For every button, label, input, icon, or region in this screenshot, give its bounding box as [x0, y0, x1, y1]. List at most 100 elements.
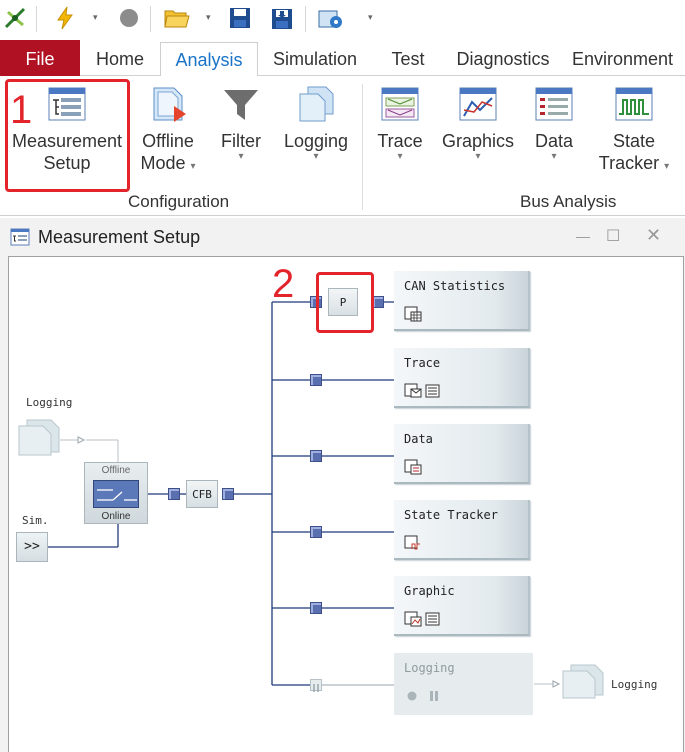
chevron-down-icon: ▾ — [238, 151, 244, 162]
logging-icon — [296, 84, 336, 124]
close-icon[interactable]: ✕ — [646, 225, 662, 245]
graphics-button[interactable]: Graphics ▾ — [440, 84, 516, 162]
measurement-setup-window-icon — [10, 227, 30, 252]
measurement-setup-icon — [47, 84, 87, 124]
online-label: Online — [101, 511, 131, 522]
measurement-setup-button[interactable]: Measurement Setup — [8, 84, 126, 174]
chevron-down-icon: ▾ — [551, 151, 557, 162]
trace-window-icon[interactable] — [404, 383, 440, 404]
left-logging-file-icon[interactable] — [17, 418, 61, 461]
offline-mode-button[interactable]: Offline Mode ▾ — [136, 84, 200, 174]
save-icon[interactable] — [227, 5, 253, 31]
toolbar-separator — [150, 6, 151, 32]
logging-block-disabled[interactable]: Logging — [394, 653, 533, 715]
trace-branch-node[interactable] — [310, 374, 322, 386]
measurement-setup-label-line2: Setup — [43, 153, 91, 173]
annotation-number-2: 2 — [272, 262, 295, 306]
tab-diagnostics[interactable]: Diagnostics — [456, 49, 550, 69]
stop-icon[interactable] — [116, 5, 142, 31]
switch-icon — [93, 480, 139, 508]
tab-environment[interactable]: Environment — [572, 49, 674, 69]
pause-icon[interactable] — [428, 689, 440, 707]
tab-test[interactable]: Test — [391, 49, 425, 69]
filter-button[interactable]: Filter ▾ — [214, 84, 268, 162]
logging-button[interactable]: Logging ▾ — [280, 84, 352, 162]
data-label: Data — [534, 131, 574, 151]
right-logging-file-icon[interactable] — [561, 663, 605, 704]
state-tracker-label-line1: State — [612, 131, 656, 151]
tab-file[interactable]: File — [0, 40, 80, 76]
chevron-down-icon[interactable]: ▾ — [93, 12, 98, 22]
record-icon[interactable] — [406, 689, 418, 707]
maximize-icon[interactable]: ☐ — [606, 228, 621, 245]
customize-toolbar-chevron-icon[interactable]: ▾ — [368, 12, 373, 22]
annotation-number-1: 1 — [10, 88, 33, 132]
logging-label: Logging — [283, 131, 349, 151]
measurement-setup-label-line1: Measurement — [11, 131, 123, 151]
open-folder-icon[interactable] — [164, 5, 190, 31]
window-title: Measurement Setup — [38, 227, 201, 247]
cfb-input-node[interactable] — [168, 488, 180, 500]
data-branch-node[interactable] — [310, 450, 322, 462]
quick-access-toolbar: ▾ ▾ ▾ — [0, 0, 685, 38]
filter-funnel-icon — [221, 84, 261, 124]
graphic-block-label: Graphic — [404, 584, 455, 598]
start-lightning-icon[interactable] — [52, 5, 78, 31]
toolbar-separator — [305, 6, 306, 32]
data-window-icon[interactable] — [404, 459, 422, 480]
chevron-down-icon: ▾ — [475, 151, 481, 162]
offline-label: Offline — [101, 465, 131, 476]
logging-block-label: Logging — [404, 661, 455, 675]
state-tracker-block[interactable]: State Tracker — [394, 500, 530, 560]
right-logging-label: Logging — [611, 678, 658, 691]
logging-branch-node-disabled[interactable] — [310, 679, 322, 692]
graphic-branch-node[interactable] — [310, 602, 322, 614]
state-tracker-branch-node[interactable] — [310, 526, 322, 538]
statistics-window-icon[interactable] — [404, 306, 422, 327]
graphic-window-icon[interactable] — [404, 611, 440, 632]
chevron-down-icon: ▾ — [313, 151, 319, 162]
graphics-label: Graphics — [441, 131, 515, 151]
trace-icon — [380, 84, 420, 124]
annotation-highlight-box-2 — [316, 272, 374, 333]
window-title-bar: Measurement Setup — ☐ ✕ — [0, 222, 685, 254]
state-tracker-button[interactable]: State Tracker ▾ — [592, 84, 676, 174]
trace-button[interactable]: Trace ▾ — [374, 84, 426, 162]
simulation-block[interactable]: >> — [16, 532, 48, 562]
minimize-icon[interactable]: — — [576, 228, 590, 244]
graphic-block[interactable]: Graphic — [394, 576, 530, 636]
trace-block[interactable]: Trace — [394, 348, 530, 408]
state-tracker-window-icon[interactable] — [404, 535, 422, 556]
save-all-icon[interactable] — [270, 5, 296, 31]
state-tracker-icon — [614, 84, 654, 124]
cfb-block[interactable]: CFB — [186, 480, 218, 508]
graphics-icon — [458, 84, 498, 124]
configuration-icon[interactable] — [318, 5, 344, 31]
sim-label: Sim. — [22, 514, 49, 527]
p-block[interactable]: P — [328, 288, 358, 316]
filter-label: Filter — [221, 131, 261, 151]
data-icon — [534, 84, 574, 124]
can-statistics-block[interactable]: CAN Statistics — [394, 271, 530, 331]
trace-block-label: Trace — [404, 356, 441, 370]
state-tracker-block-label: State Tracker — [404, 508, 498, 522]
data-block[interactable]: Data — [394, 424, 530, 484]
ribbon-panel: Measurement Setup Offline Mode ▾ Filter … — [0, 76, 685, 216]
bus-analysis-group-label: Bus Analysis — [520, 192, 617, 211]
trace-label: Trace — [377, 131, 423, 151]
data-button[interactable]: Data ▾ — [530, 84, 578, 162]
left-logging-label: Logging — [26, 396, 73, 409]
chevron-down-icon: ▾ — [397, 151, 403, 162]
offline-mode-icon — [148, 84, 188, 124]
chevron-down-icon[interactable]: ▾ — [206, 12, 211, 22]
offline-mode-label-line1: Offline — [142, 131, 194, 151]
offline-online-switch[interactable]: Offline Online — [84, 462, 148, 524]
annotation-highlight-box-1 — [5, 79, 130, 192]
data-block-label: Data — [404, 432, 433, 446]
tab-simulation[interactable]: Simulation — [272, 49, 358, 69]
tab-home[interactable]: Home — [95, 49, 144, 69]
cfb-output-node[interactable] — [222, 488, 234, 500]
offline-mode-label-line2: Mode ▾ — [140, 153, 196, 173]
canoe-logo-icon[interactable] — [2, 5, 28, 31]
